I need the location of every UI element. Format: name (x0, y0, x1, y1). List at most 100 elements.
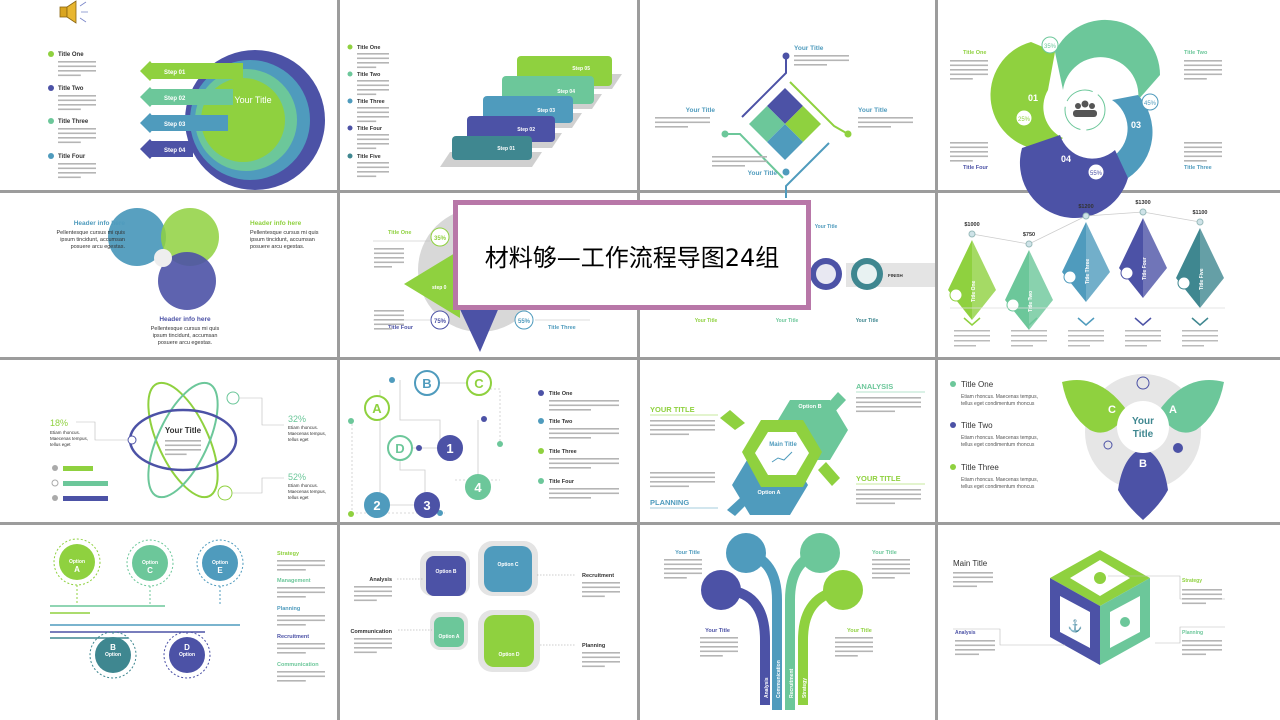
center-title: Your Title (234, 95, 271, 105)
placeholder-text (165, 440, 201, 456)
pyramid-title: Title One (971, 280, 977, 302)
lorem-line (954, 335, 990, 337)
lorem-line (277, 615, 325, 617)
lorem-line (955, 644, 995, 647)
lorem-line (1068, 335, 1104, 337)
lorem-line (664, 572, 702, 575)
lorem-line (700, 637, 738, 639)
section-title: YOUR TITLE (650, 405, 695, 414)
pyramid-icon (949, 288, 963, 302)
option-word: Option (179, 652, 195, 658)
lorem-line (950, 151, 988, 153)
lorem-line (357, 53, 389, 55)
node-label: C (474, 376, 484, 391)
body-text: tellus eget (288, 495, 309, 500)
slide9-orbit: Your Title 18% 32% 52% Etiam rhoncus. Ma… (50, 381, 326, 501)
lorem-line (357, 93, 377, 96)
lorem-line (357, 89, 389, 91)
lorem-line (856, 502, 895, 505)
option-letter: B (110, 643, 116, 652)
diagram-title: Your Title (695, 318, 718, 324)
year-label: 2014 (452, 121, 463, 127)
node-label: 3 (423, 498, 430, 513)
legend-title: Title Four (58, 154, 86, 160)
main-title: Main Title (769, 442, 797, 448)
lorem-line (858, 117, 913, 119)
year-label: 2012 (422, 160, 433, 166)
lorem-line (872, 563, 910, 566)
dashed-ring (163, 631, 211, 679)
lorem-line (1184, 160, 1207, 162)
lorem-line (856, 410, 895, 413)
lorem-line (58, 61, 96, 63)
lorem-line (582, 582, 620, 584)
body-text: Etiam rhoncus. Maecenas tempus, (961, 435, 1038, 441)
lorem-line (549, 432, 619, 435)
lorem-line (650, 472, 715, 474)
lorem-line (655, 117, 710, 119)
dashed-ring (53, 538, 101, 586)
lorem-line (549, 492, 619, 495)
option-word: Option (212, 560, 228, 566)
option-letter: E (217, 566, 223, 575)
lorem-line (277, 671, 325, 673)
lorem-line (1182, 649, 1222, 651)
lorem-line (165, 444, 201, 447)
lorem-line (794, 59, 849, 62)
lorem-line (357, 111, 389, 114)
chevron-icon (1134, 317, 1152, 326)
option-circle (132, 545, 168, 581)
percent-badge: 55% (518, 319, 531, 325)
pyramid-left-face (1005, 250, 1029, 330)
step-label: step 0 (432, 285, 447, 291)
node-circle (414, 370, 440, 396)
step-label: Step 02 (517, 127, 535, 133)
lorem-line (1125, 345, 1147, 347)
legend-title: Title Four (357, 126, 383, 132)
lorem-line (357, 175, 377, 178)
body-text: Maecenas tempus, (288, 431, 326, 436)
thumbnail-13[interactable] (0, 525, 337, 720)
lorem-line (1068, 345, 1090, 347)
pyramid-left-face (1062, 222, 1086, 302)
placeholder-text (655, 55, 913, 167)
legend-title: Title One (961, 380, 994, 389)
option-circle (95, 637, 131, 673)
section-title: Title One (963, 50, 986, 56)
thumbnail-8[interactable] (938, 193, 1280, 357)
lorem-line (357, 80, 389, 82)
lorem-line (664, 563, 702, 566)
body-text: tellus eget condimentum rhoncus (961, 484, 1035, 490)
lorem-line (58, 176, 81, 179)
lorem-line (582, 656, 620, 659)
lorem-line (58, 167, 96, 170)
diagram-title: Your Title (858, 107, 888, 114)
speaker-icon[interactable] (59, 0, 88, 24)
header-label: Header info here (250, 220, 302, 227)
slide12-diagram: Your Title C A B Title One Title Two Tit… (950, 374, 1224, 520)
lorem-line (354, 590, 392, 593)
section-title: Title One (388, 230, 411, 236)
lorem-line (277, 569, 306, 571)
lorem-line (1011, 340, 1047, 342)
chevron-icon (1191, 317, 1209, 326)
step-label: Step 01 (497, 146, 515, 152)
placeholder-text (950, 60, 1222, 162)
lorem-line (1182, 653, 1206, 656)
lorem-line (712, 156, 767, 158)
value-label: $1000 (964, 222, 979, 228)
body-text: tellus eget (50, 442, 71, 447)
diagram-title: Your Title (856, 318, 879, 324)
lorem-line (354, 651, 377, 654)
money-bag-icon (1094, 572, 1106, 584)
lorem-line (1182, 589, 1222, 591)
section-title: Analysis (369, 577, 392, 583)
lorem-line (1184, 73, 1222, 76)
diagram-title: Your Title (748, 170, 778, 177)
lorem-line (374, 310, 404, 312)
lorem-line (354, 599, 377, 602)
pyramid-left-face (948, 240, 972, 320)
body-text: tellus eget (288, 437, 309, 442)
lorem-line (58, 137, 96, 139)
